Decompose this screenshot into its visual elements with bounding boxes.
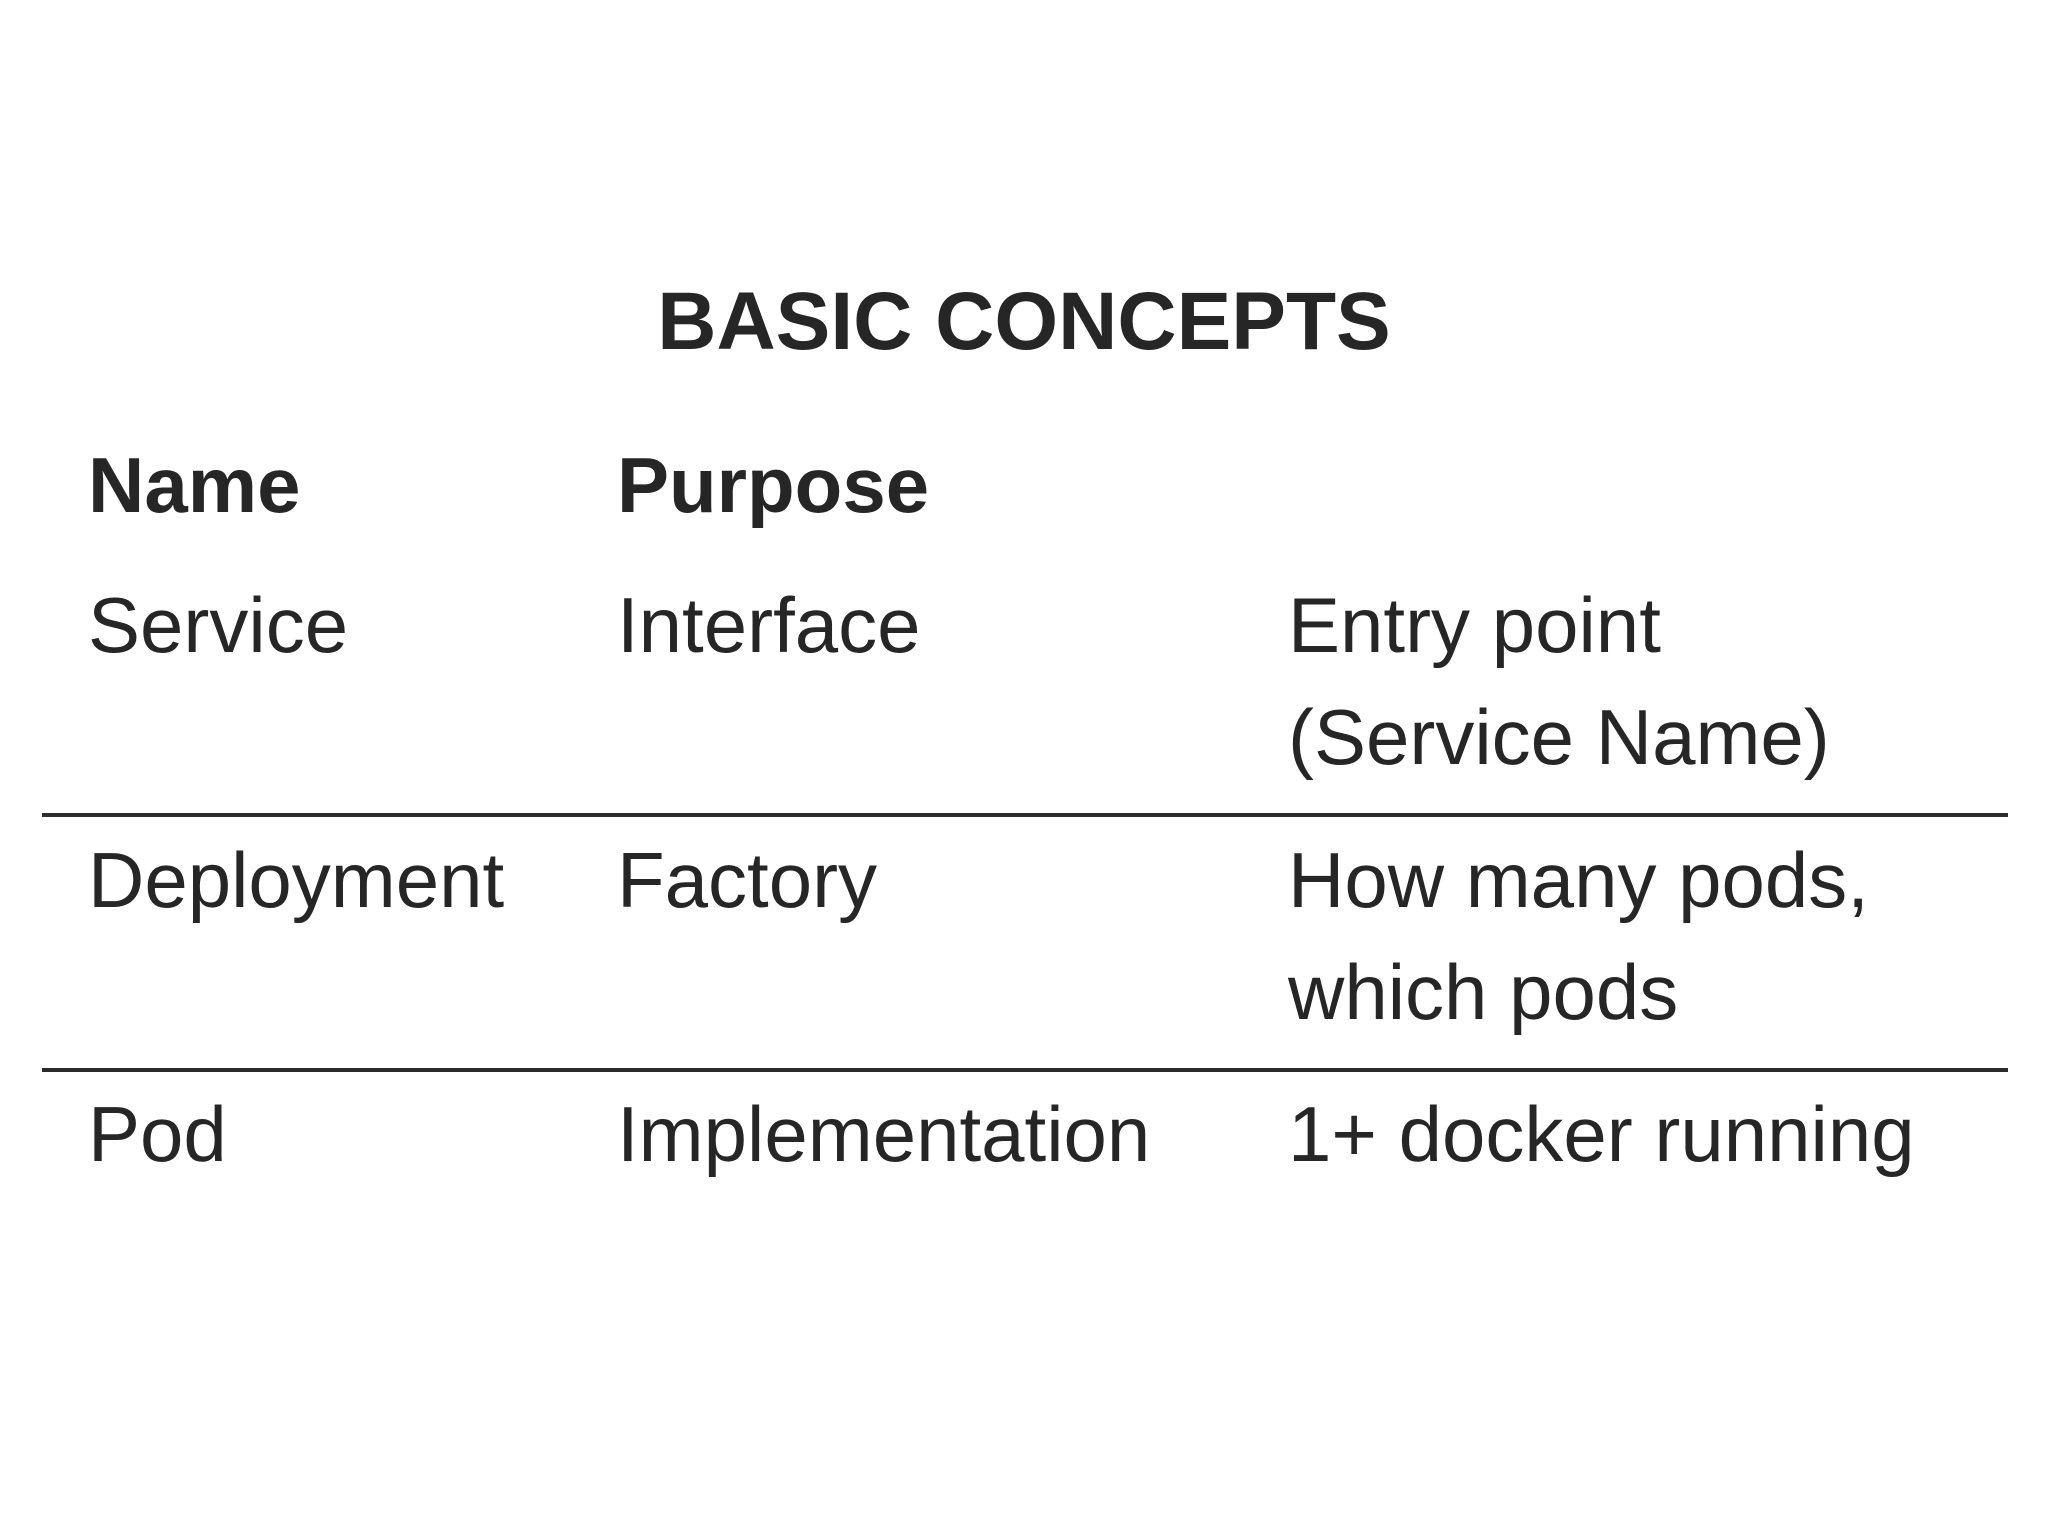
service-purpose-cell: Interface xyxy=(617,569,1288,817)
table-row-service: Service Interface Entry point (Service N… xyxy=(42,569,2008,817)
pod-name-cell: Pod xyxy=(88,1090,227,1178)
service-name-cell: Service xyxy=(42,569,617,817)
table-header-row: Name Purpose xyxy=(42,429,2008,569)
slide-title: BASIC CONCEPTS xyxy=(657,276,1391,367)
pod-description-cell: 1+ docker running xyxy=(1288,1090,1915,1178)
pod-purpose-cell: Implementation xyxy=(617,1090,1151,1178)
concepts-table: Name Purpose Service Interface Entry poi… xyxy=(42,429,2008,1220)
table-row-deployment: Deployment Factory How many pods, which … xyxy=(42,815,2008,1072)
deployment-name-cell: Deployment xyxy=(42,815,617,1072)
column-header-purpose: Purpose xyxy=(617,441,930,529)
column-header-description xyxy=(1288,429,2008,569)
deployment-purpose-cell: Factory xyxy=(617,815,1288,1072)
service-description-cell: Entry point (Service Name) xyxy=(1288,569,2008,817)
table-row-pod: Pod Implementation 1+ docker running xyxy=(42,1070,2008,1220)
column-header-name: Name xyxy=(88,441,301,529)
deployment-description-cell: How many pods, which pods xyxy=(1288,815,2008,1072)
